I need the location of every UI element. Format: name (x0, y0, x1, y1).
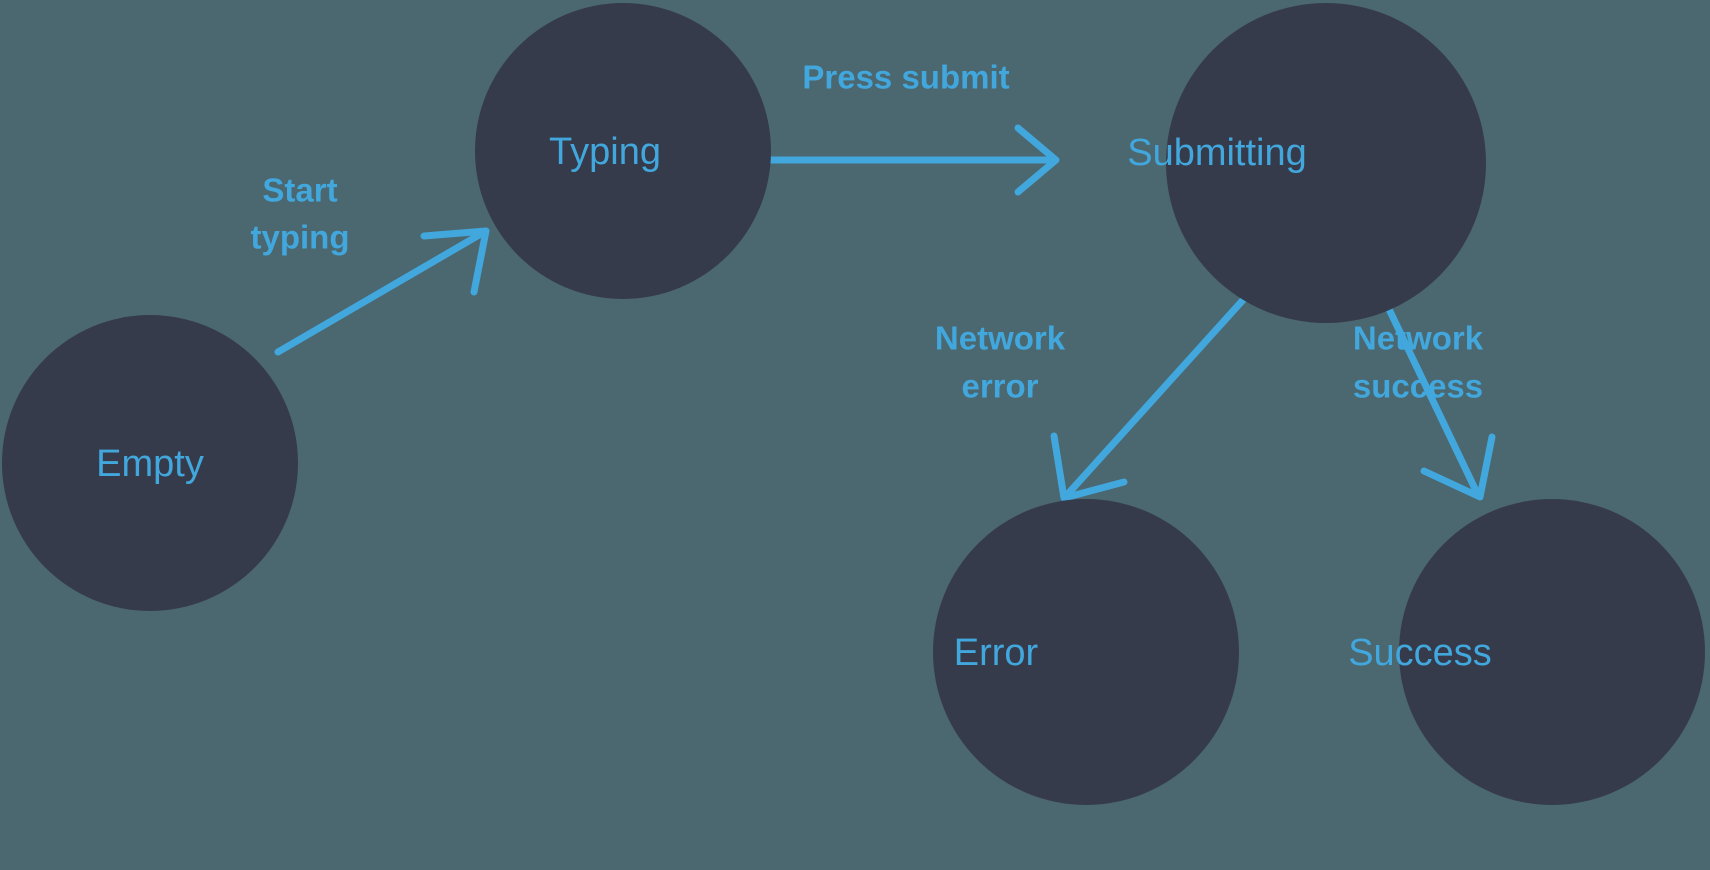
state-node-error[interactable]: Error (933, 499, 1239, 805)
state-node-empty-label: Empty (96, 443, 204, 485)
edge-start-typing-label-line2: typing (251, 219, 350, 256)
state-node-success-circle[interactable] (1399, 499, 1705, 805)
edge-network-error: Network error (935, 296, 1247, 502)
state-node-error-circle[interactable] (933, 499, 1239, 805)
edge-start-typing-label-line1: Start (262, 172, 337, 209)
state-node-typing[interactable]: Typing (475, 3, 771, 299)
state-node-empty[interactable]: Empty (2, 315, 298, 611)
state-node-error-label: Error (954, 632, 1039, 674)
state-node-submitting[interactable]: Submitting (1127, 3, 1486, 323)
edge-press-submit-label: Press submit (802, 59, 1009, 96)
edge-start-typing: Start typing (251, 172, 490, 356)
state-node-submitting-circle[interactable] (1166, 3, 1486, 323)
edge-start-typing-line (274, 227, 490, 356)
edge-network-success-label-line1: Network (1353, 320, 1484, 357)
state-node-success[interactable]: Success (1348, 499, 1705, 805)
edge-network-success-label-line2: success (1353, 368, 1483, 405)
edge-network-error-line (1062, 296, 1247, 500)
state-node-typing-circle[interactable] (475, 3, 771, 299)
edge-network-success-arrowhead (1420, 433, 1496, 501)
edge-network-error-label-line1: Network (935, 320, 1066, 357)
edge-network-error-label-line2: error (961, 368, 1038, 405)
edge-network-error-arrowhead (1050, 432, 1128, 502)
edge-press-submit-arrowhead (1014, 124, 1060, 196)
edge-network-success-line (1384, 303, 1482, 499)
edge-network-success: Network success (1353, 303, 1496, 501)
edge-press-submit: Press submit (762, 59, 1060, 196)
edge-start-typing-arrowhead (420, 227, 490, 296)
state-node-success-label: Success (1348, 632, 1492, 674)
state-node-typing-label: Typing (549, 131, 661, 173)
state-node-empty-circle[interactable] (2, 315, 298, 611)
state-node-submitting-label: Submitting (1127, 132, 1307, 174)
